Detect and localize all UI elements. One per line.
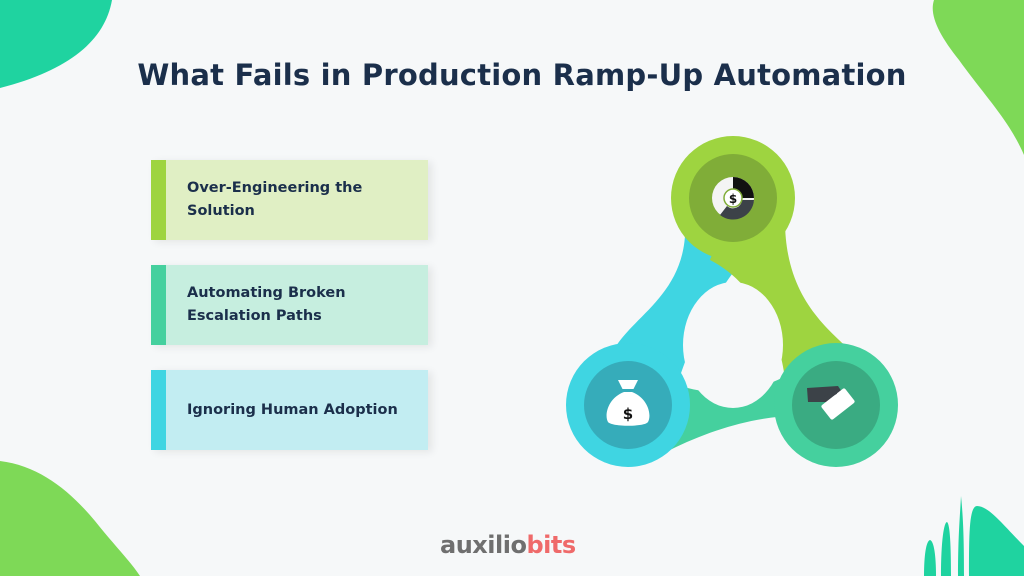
item-label: Ignoring Human Adoption <box>187 401 398 418</box>
accent-bar <box>151 160 166 240</box>
decor-blob-top-right <box>932 0 1024 155</box>
list-item-broken-escalation: Automating Broken Escalation Paths <box>151 265 428 345</box>
item-label: Over-Engineering the Solution <box>187 180 363 219</box>
node-bottom-left: $ <box>566 343 690 467</box>
brand-logo: auxiliobits <box>440 531 576 559</box>
money-bag-icon: $ <box>606 380 650 426</box>
hand-cash-icon <box>807 386 855 420</box>
accent-bar <box>151 370 166 450</box>
node-top: $ <box>671 136 795 260</box>
node-bottom-right <box>774 343 898 467</box>
item-label: Automating Broken Escalation Paths <box>187 285 346 324</box>
svg-text:$: $ <box>623 405 633 423</box>
svg-text:$: $ <box>729 192 737 206</box>
center-hole <box>683 282 783 408</box>
list-item-over-engineering: Over-Engineering the Solution <box>151 160 428 240</box>
page-title: What Fails in Production Ramp-Up Automat… <box>137 58 907 92</box>
decor-blob-top-left <box>0 0 112 88</box>
decor-blob-bottom-left <box>0 461 140 576</box>
decor-wave-bottom-right <box>924 496 1024 576</box>
accent-bar <box>151 265 166 345</box>
three-node-diagram: $ $ <box>566 136 898 467</box>
list-item-human-adoption: Ignoring Human Adoption <box>151 370 428 450</box>
dollar-chart-icon: $ <box>712 177 754 220</box>
